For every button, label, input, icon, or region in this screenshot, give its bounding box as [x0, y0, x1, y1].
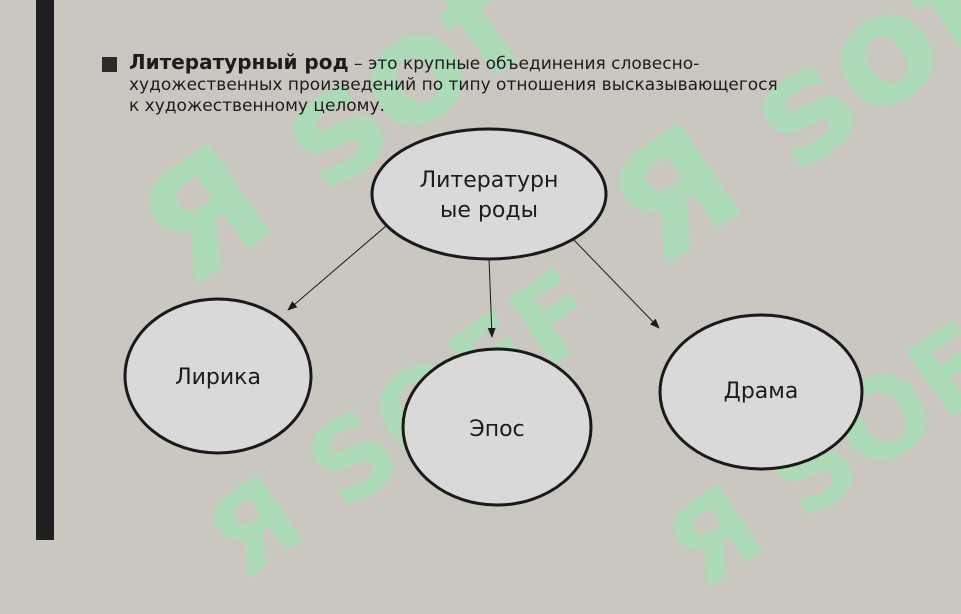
definition-dash: – [348, 54, 368, 74]
arrow-to-lyric [287, 225, 387, 311]
definition-text: Литературный род – это крупные объединен… [129, 52, 789, 117]
drama-node-label: Драма [723, 379, 799, 404]
root-node-label: Литературн ые роды [389, 166, 589, 226]
root-node-ellipse [370, 127, 608, 261]
definition-body: это крупные объединения словесно-художес… [129, 54, 778, 116]
lyric-node-label: Лирика [175, 365, 261, 390]
lyric-node-ellipse [123, 297, 313, 455]
root-node-line-1: Литературн [419, 168, 559, 193]
drama-node-ellipse [658, 313, 864, 471]
arrow-to-drama [571, 237, 660, 329]
bullet-square-icon [102, 57, 117, 72]
genres-diagram [123, 127, 864, 507]
epic-node-ellipse [401, 347, 593, 507]
definition-term: Литературный род [129, 50, 349, 74]
arrow-to-epic [487, 257, 496, 338]
epic-node-label: Эпос [469, 417, 525, 442]
root-node-line-2: ые роды [440, 198, 538, 223]
left-accent-bar [36, 0, 54, 540]
